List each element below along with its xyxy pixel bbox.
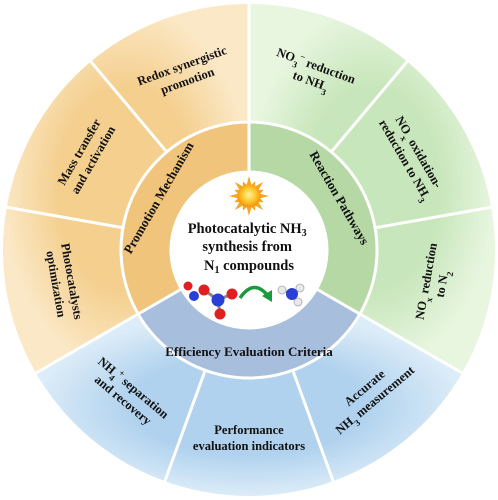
pathways-outer-sector — [249, 4, 495, 373]
ammonia-molecule-icon — [277, 283, 305, 307]
mechanism-inner-sector — [120, 122, 249, 314]
efficiency-inner-sector — [138, 289, 360, 378]
center-title-line-3: N1 compounds — [204, 258, 294, 276]
inner-ring — [120, 122, 377, 378]
center-disk — [171, 172, 327, 328]
pathways-inner-sector — [249, 122, 377, 314]
outer-ring — [3, 4, 495, 496]
section-label-efficiency: Efficiency Evaluation Criteria — [165, 344, 333, 359]
center-title-line-1: Photocatalytic NH3 — [188, 221, 307, 239]
curved-arrow-icon — [238, 285, 272, 302]
center-title-line-2: synthesis from — [202, 239, 292, 255]
center-title: Photocatalytic NH3 synthesis from N1 com… — [188, 221, 311, 276]
ring-separators — [6, 4, 492, 482]
nitrate-molecule-icon — [183, 281, 238, 320]
sun-icon — [229, 176, 269, 216]
mechanism-outer-sector — [3, 4, 250, 373]
efficiency-outer-sector — [35, 314, 463, 496]
